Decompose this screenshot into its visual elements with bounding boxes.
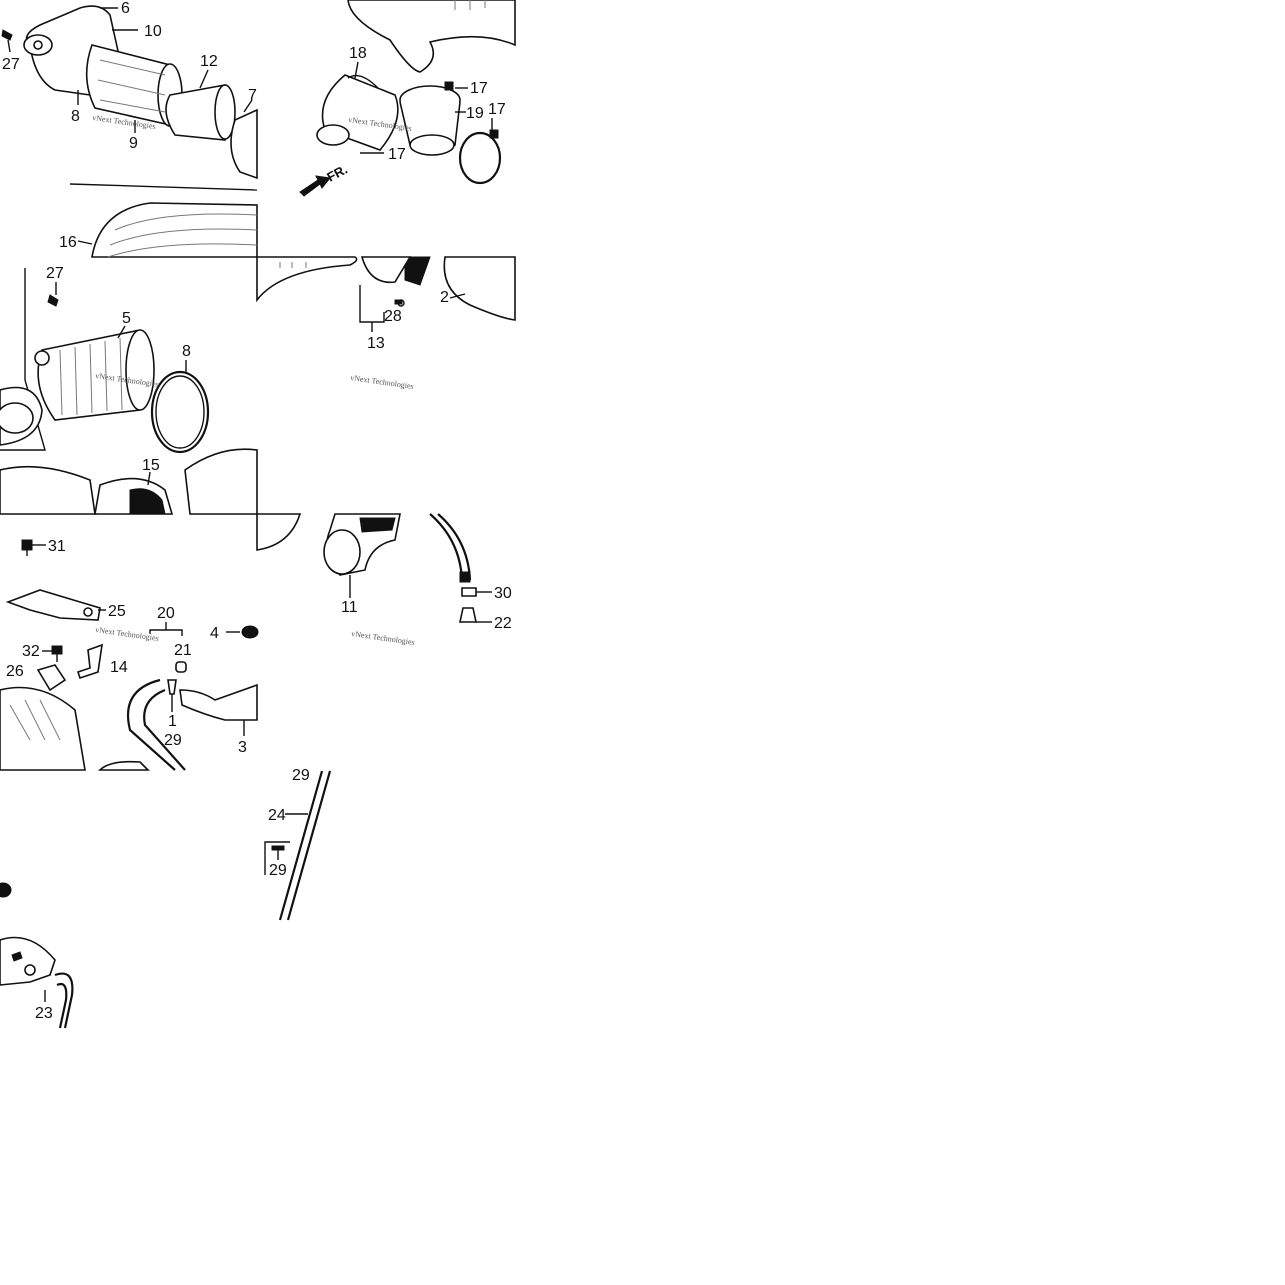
- tile-breather: [0, 539, 259, 771]
- callout-10: 10: [144, 23, 162, 40]
- front-marker: FR.: [324, 162, 350, 185]
- callout-12: 12: [200, 53, 218, 70]
- callout-32: 32: [22, 643, 40, 660]
- callout-11: 11: [341, 599, 358, 616]
- hose-20: [126, 678, 176, 771]
- callout-8: 8: [71, 108, 80, 125]
- callout-17a: 17: [470, 80, 488, 97]
- breather-hose: [429, 513, 464, 581]
- callout-16: 16: [59, 234, 77, 251]
- callout-1: 1: [168, 713, 177, 730]
- case-shape-left: [256, 256, 358, 303]
- callout-13: 13: [367, 335, 385, 352]
- watermarks: vNext Technologies vNext Technologies vN…: [92, 113, 416, 647]
- tile-elbow: [256, 513, 492, 623]
- watermark-5: vNext Technologies: [95, 625, 160, 643]
- callout-30: 30: [494, 585, 512, 602]
- clip-26: [36, 664, 67, 692]
- case-lower-left: [0, 465, 96, 515]
- tube-3: [179, 683, 258, 721]
- drain-hose: [54, 972, 74, 1029]
- callout-5: 5: [122, 310, 131, 327]
- callout-18: 18: [349, 45, 367, 62]
- callout-17b: 17: [488, 101, 506, 118]
- callout-21: 21: [174, 642, 192, 659]
- callout-7: 7: [248, 87, 257, 104]
- callout-26: 26: [6, 663, 24, 680]
- tube-24: [278, 770, 324, 921]
- tile-bracket: [256, 256, 516, 332]
- case-shape-right: [443, 256, 516, 321]
- callout-31: 31: [48, 538, 66, 555]
- callout-9: 9: [129, 135, 138, 152]
- callout-4: 4: [210, 625, 219, 642]
- callout-23: 23: [35, 1005, 53, 1022]
- callout-27: 27: [2, 56, 20, 73]
- callout-3: 3: [238, 739, 247, 756]
- callout-25: 25: [108, 603, 126, 620]
- callout-labels: 6 10 27 12 7 8 9 16 18 17 19 17 17 27 5 …: [2, 0, 512, 1022]
- part-7-cap: [230, 108, 258, 180]
- clamp-ring: [458, 131, 502, 185]
- tile-intake-tubes: [299, 0, 516, 197]
- callout-27b: 27: [46, 265, 64, 282]
- callout-24: 24: [268, 807, 286, 824]
- callout-6: 6: [121, 0, 130, 17]
- callout-29-tube-top: 29: [292, 767, 310, 784]
- callout-29: 29: [164, 732, 182, 749]
- callout-2: 2: [440, 289, 449, 306]
- tile-tube: [264, 770, 332, 921]
- air-cleaner-case: [91, 202, 258, 258]
- bracket-25: [5, 589, 101, 621]
- watermark-4: vNext Technologies: [350, 373, 415, 391]
- tile-air-cleaner-cover: [1, 5, 258, 258]
- case-bottom: [0, 686, 86, 771]
- front-arrow: [299, 175, 331, 197]
- o-ring: [150, 370, 210, 454]
- callout-20: 20: [157, 605, 175, 622]
- drain-case: [0, 936, 56, 986]
- watermark-6: vNext Technologies: [351, 629, 416, 647]
- air-cleaner-outlet: [347, 0, 516, 73]
- callout-19: 19: [466, 105, 484, 122]
- callout-15: 15: [142, 457, 160, 474]
- callout-8b: 8: [182, 343, 191, 360]
- tile-drain: [0, 882, 74, 1029]
- case-lower-right: [184, 448, 258, 515]
- callout-14: 14: [110, 659, 128, 676]
- callout-22: 22: [494, 615, 512, 632]
- callout-17c: 17: [388, 146, 406, 163]
- callout-28: 28: [384, 308, 402, 325]
- pipe-14: [76, 643, 103, 680]
- tile-element: [0, 268, 258, 515]
- callout-29-tube-box: 29: [269, 862, 287, 879]
